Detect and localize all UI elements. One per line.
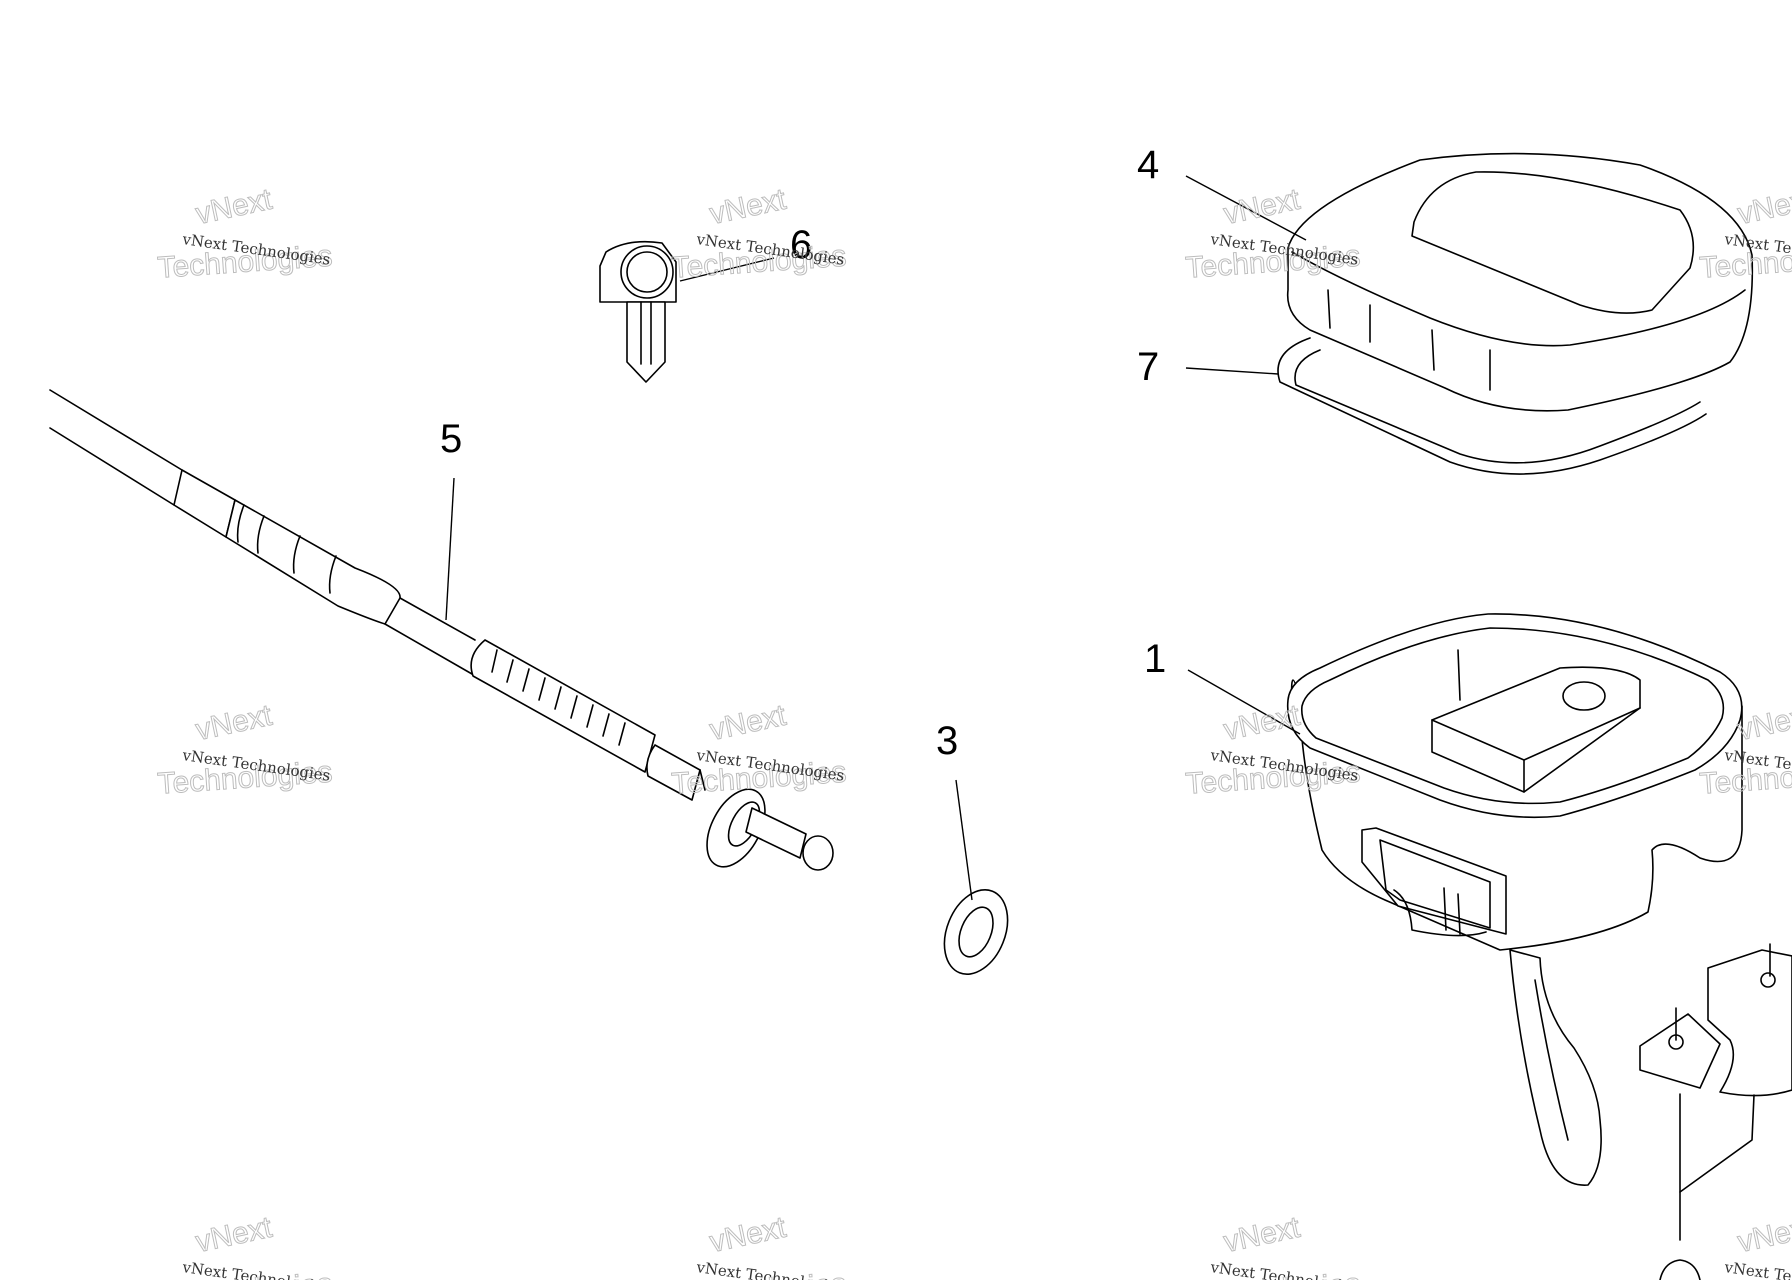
- watermark: vNext Technologies vNext Technologies: [1184, 1210, 1362, 1280]
- svg-text:vNext: vNext: [193, 699, 276, 747]
- part-washer: [943, 888, 1009, 976]
- svg-text:vNext: vNext: [193, 1211, 276, 1259]
- leader-lines: [445, 175, 1307, 901]
- svg-text:vNext: vNext: [193, 183, 276, 231]
- watermark: vNext Technologies vNext Technologies: [1698, 1210, 1792, 1280]
- svg-text:vNext: vNext: [707, 1211, 790, 1259]
- callout-1: 1: [1144, 637, 1166, 681]
- svg-text:vNext: vNext: [1221, 699, 1304, 747]
- watermark: vNext Technologies vNext Technologies: [670, 182, 848, 285]
- part-throttle-housing: [1286, 613, 1743, 1186]
- callout-7: 7: [1137, 345, 1159, 389]
- watermark: vNext Technologies vNext Technologies: [156, 182, 334, 285]
- svg-text:vNext: vNext: [707, 183, 790, 231]
- callout-6: 6: [790, 223, 812, 267]
- part-gasket: [1277, 337, 1707, 475]
- svg-text:vNext: vNext: [1735, 183, 1792, 231]
- callout-5: 5: [440, 417, 462, 461]
- svg-text:vNext: vNext: [1221, 183, 1304, 231]
- callout-3: 3: [936, 719, 958, 763]
- watermark: vNext Technologies vNext Technologies: [156, 1210, 334, 1280]
- svg-text:vNext: vNext: [707, 699, 790, 747]
- callout-labels: 4 7 5 6 3 1: [440, 143, 1166, 763]
- part-clamp: [1639, 943, 1792, 1280]
- svg-text:vNext: vNext: [1735, 699, 1792, 747]
- callout-4: 4: [1137, 143, 1159, 187]
- part-housing-cover: [1286, 152, 1754, 412]
- svg-text:vNext: vNext: [1735, 1211, 1792, 1259]
- svg-text:vNext: vNext: [1221, 1211, 1304, 1259]
- part-throttle-cable: [49, 389, 834, 871]
- part-key: [599, 240, 677, 383]
- watermark: vNext Technologies vNext Technologies: [670, 1210, 848, 1280]
- watermark: vNext Technologies vNext Technologies: [156, 698, 334, 801]
- watermark: vNext Technologies vNext Technologies: [1184, 182, 1362, 285]
- svg-text:vNext Technologies: vNext Technologies: [1722, 1258, 1792, 1280]
